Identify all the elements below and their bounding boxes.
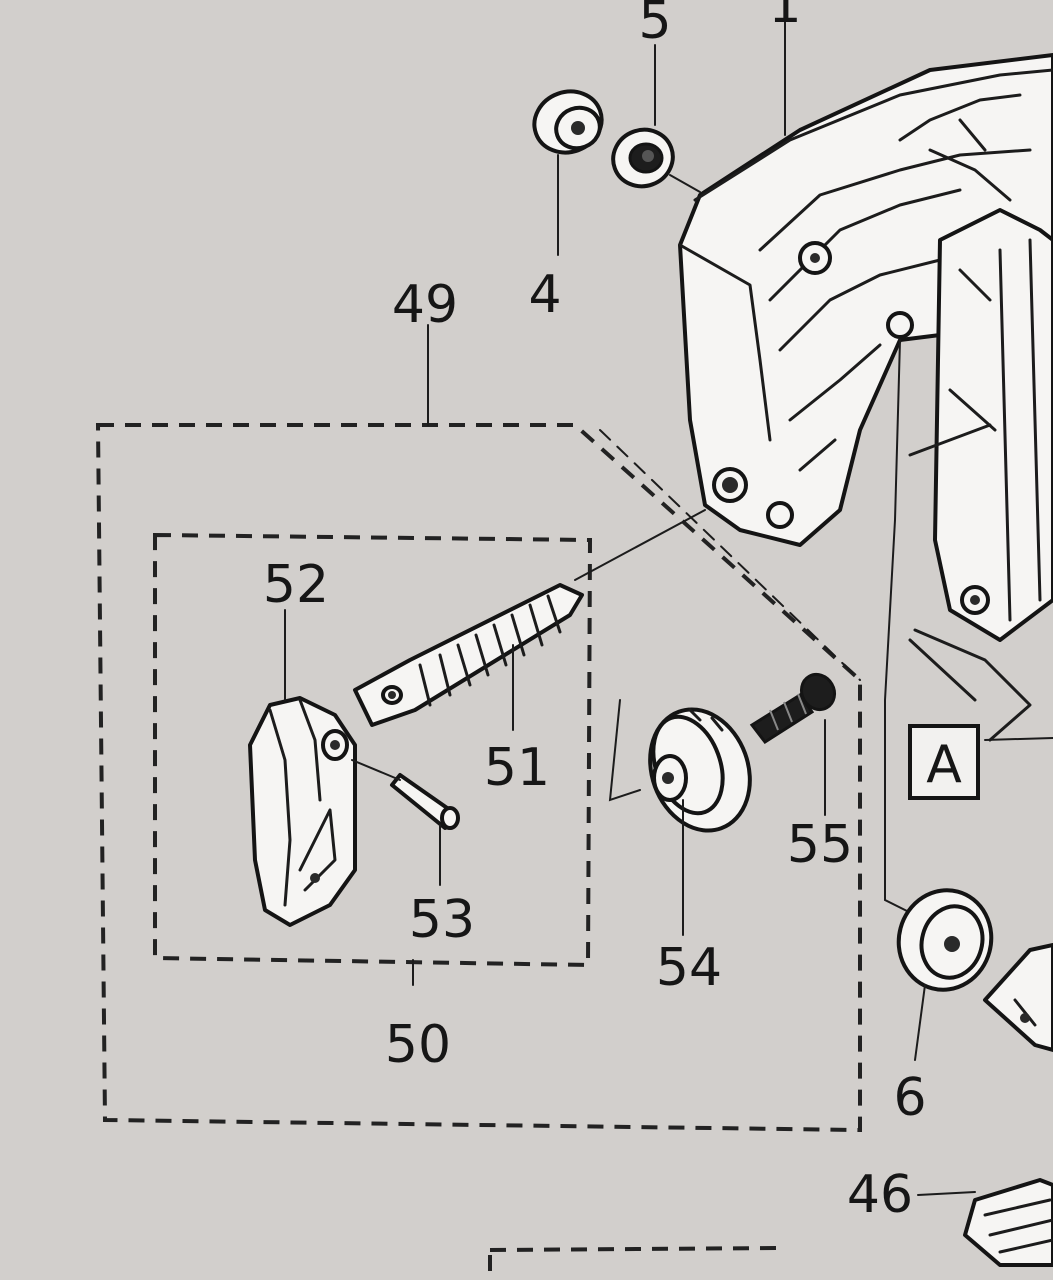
pin-part-53 — [390, 773, 460, 830]
callout-54: 54 — [656, 938, 722, 998]
view-marker-label: A — [926, 735, 962, 795]
washer-part-5 — [611, 127, 675, 189]
callout-6: 6 — [893, 1068, 926, 1128]
callout-1: 1 — [768, 0, 801, 35]
bracket-part-46 — [963, 1178, 1053, 1267]
knob-part-54 — [648, 707, 752, 833]
edge-part-right — [983, 943, 1053, 1052]
callout-49: 49 — [392, 275, 458, 335]
callout-53: 53 — [409, 890, 475, 950]
callout-4: 4 — [528, 265, 561, 325]
washer-part-6 — [896, 888, 994, 992]
view-marker-a: A — [908, 724, 980, 800]
leader-lines — [284, 19, 1053, 1196]
callout-5: 5 — [638, 0, 671, 51]
spring-rod-part-51 — [353, 583, 584, 727]
callout-51: 51 — [484, 738, 550, 798]
callout-55: 55 — [787, 815, 853, 875]
assembly-50-outline — [153, 532, 593, 968]
assembly-49-outline — [95, 423, 862, 1133]
callout-50: 50 — [385, 1015, 451, 1075]
cap-part-4 — [532, 89, 604, 155]
callout-52: 52 — [263, 555, 329, 615]
main-housing-part — [678, 53, 1053, 916]
cam-part-52 — [248, 696, 357, 927]
callout-46: 46 — [847, 1165, 913, 1225]
screw-part-55 — [749, 672, 837, 745]
